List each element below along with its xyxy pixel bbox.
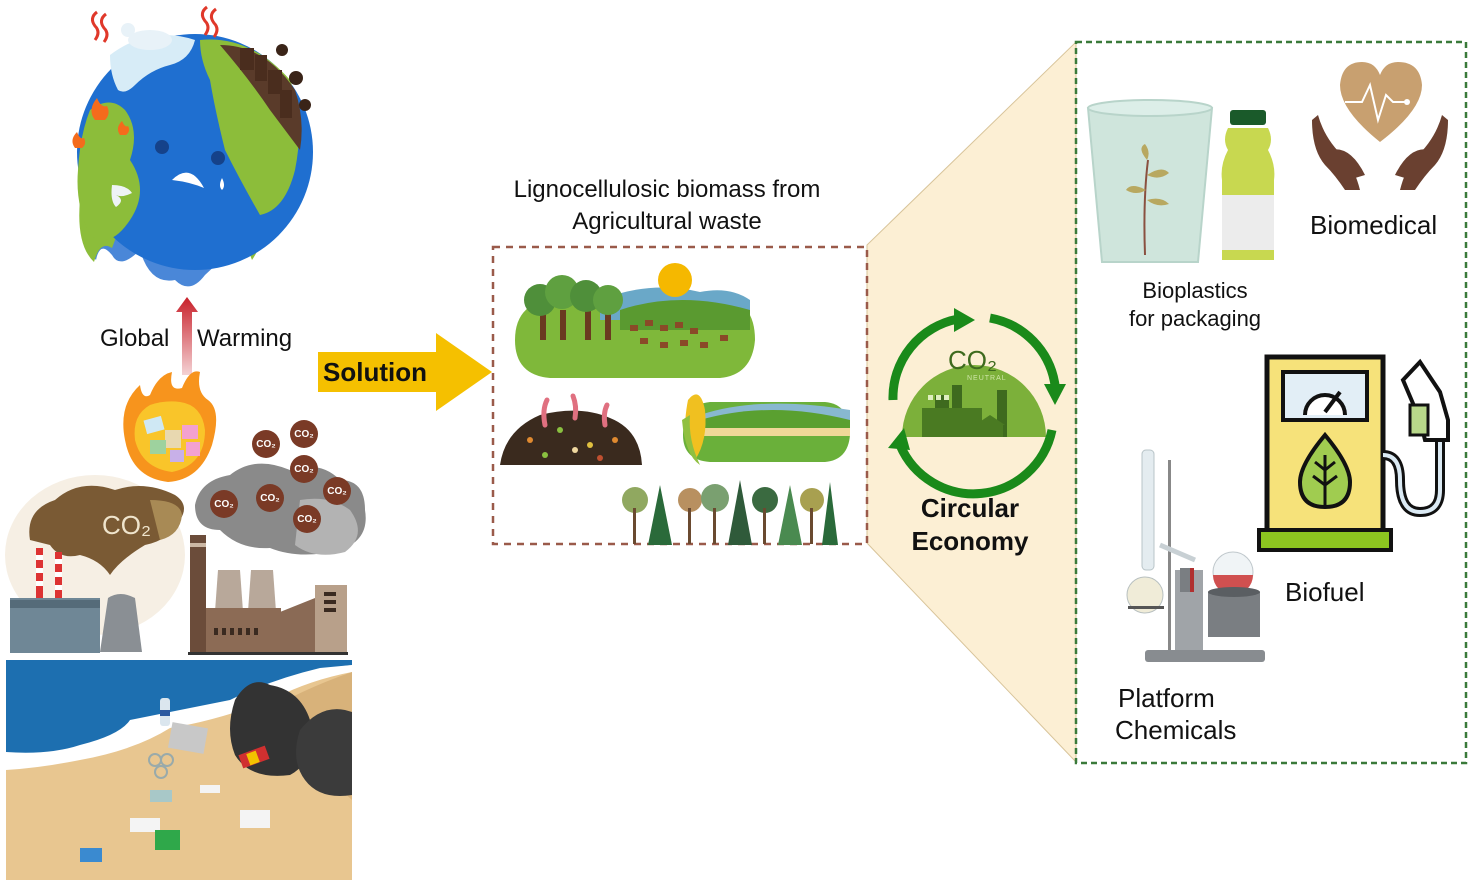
global-warming-label-right: Warming (197, 325, 293, 352)
deforested-land-icon (515, 263, 755, 378)
biomedical-label: Biomedical (1310, 210, 1438, 240)
co2-bubble: CO₂ (256, 484, 284, 512)
badge-neutral-label: NEUTRAL (967, 375, 1007, 382)
co2-bubble: CO₂ (210, 490, 238, 518)
co2-bubble: CO₂ (290, 420, 318, 448)
corn-field-icon (682, 394, 850, 465)
co2-bubble: CO₂ (252, 430, 280, 458)
bioplastics-label-line2: for packaging (1128, 306, 1262, 331)
biofuel-label: Biofuel (1285, 577, 1365, 607)
circular-economy-line2: Economy (911, 526, 1029, 556)
biomass-box (491, 245, 869, 546)
global-warming-label-left: Global (100, 325, 170, 352)
biomass-title-line1: Lignocellulosic biomass from (513, 176, 821, 203)
platform-chemicals-line1: Platform (1118, 683, 1215, 713)
forest-icon (622, 480, 838, 545)
co2-bubble: CO₂ (323, 477, 351, 505)
circular-economy-line1: Circular (920, 493, 1020, 523)
smoke-co2-label: CO₂ (102, 510, 152, 540)
badge-co2-label: CO₂ (948, 345, 998, 375)
bioplastics-label-line1: Bioplastics (1142, 278, 1248, 303)
solution-label: Solution (323, 357, 427, 387)
biomass-title-line2: Agricultural waste (572, 208, 762, 235)
platform-chemicals-line2: Chemicals (1115, 715, 1237, 745)
products-box (1074, 40, 1468, 765)
co2-bubble: CO₂ (290, 455, 318, 483)
co2-bubble: CO₂ (293, 505, 321, 533)
compost-heap-icon (500, 393, 642, 465)
